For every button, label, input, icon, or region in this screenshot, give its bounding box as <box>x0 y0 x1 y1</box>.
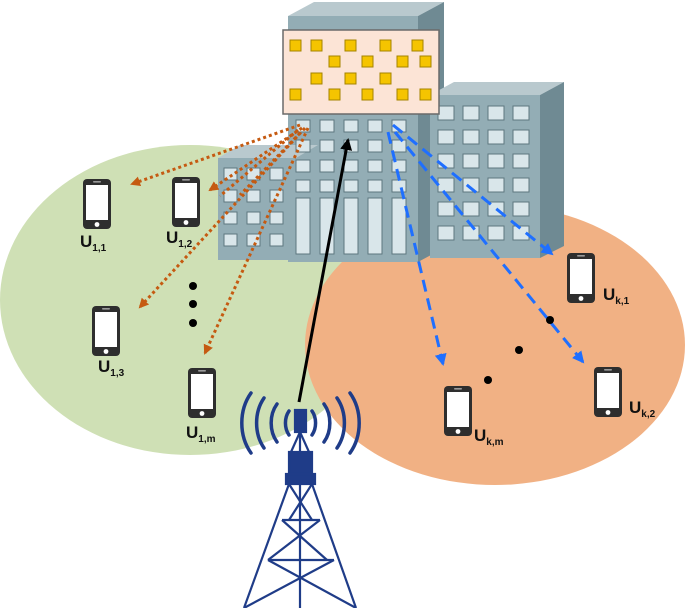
irs-element <box>419 55 432 68</box>
base-station-tower-icon <box>242 408 358 608</box>
irs-element <box>344 72 357 85</box>
building-window <box>319 139 335 153</box>
smartphone-icon <box>594 367 622 417</box>
reflected-link-ukm <box>386 131 447 366</box>
building-window <box>462 129 480 145</box>
building-window <box>319 119 335 133</box>
building-window <box>512 153 530 169</box>
user-label-u11: U1,1 <box>80 232 107 254</box>
groupk-ellipsis-dots <box>484 316 554 384</box>
building-window <box>391 119 407 133</box>
smartphone-icon <box>188 368 216 418</box>
building-window <box>462 153 480 169</box>
irs-element <box>361 55 374 68</box>
building-window <box>512 201 530 217</box>
irs-element <box>310 39 323 52</box>
smartphone-icon <box>172 177 200 227</box>
building-window <box>223 233 238 247</box>
building-window <box>391 179 407 193</box>
building-window <box>295 179 311 193</box>
irs-element <box>411 39 424 52</box>
irs-element <box>344 39 357 52</box>
building-window <box>269 167 284 181</box>
building-window <box>487 225 505 241</box>
user-label-u13: U1,3 <box>98 357 125 379</box>
building-window <box>391 197 407 255</box>
building-window <box>367 139 383 153</box>
building-window <box>343 179 359 193</box>
building-window <box>512 225 530 241</box>
reflected-link-uk1 <box>392 123 554 256</box>
building-window <box>319 179 335 193</box>
building-window <box>462 105 480 121</box>
irs-element <box>361 88 374 101</box>
building-window <box>295 159 311 173</box>
signal-waves-icon <box>240 391 361 455</box>
user-label-u12: U1,2 <box>166 228 193 250</box>
irs-element <box>379 39 392 52</box>
building-window <box>319 159 335 173</box>
reflected-link-uk2 <box>393 131 585 364</box>
group1-ellipsis-dots <box>189 282 197 327</box>
building-window <box>437 225 455 241</box>
irs-element <box>310 72 323 85</box>
building-window <box>487 129 505 145</box>
smartphone-icon <box>83 179 111 229</box>
user-label-uk2: Uk,2 <box>629 398 656 420</box>
reflected-link-extra1 <box>219 128 299 198</box>
reflected-link-u1m <box>203 127 310 355</box>
building-window <box>223 189 238 203</box>
building-window <box>462 201 480 217</box>
user-label-uk1: Uk,1 <box>603 285 630 307</box>
building-window <box>367 159 383 173</box>
building-window <box>343 159 359 173</box>
building-window <box>487 153 505 169</box>
building-window <box>437 129 455 145</box>
building-window <box>269 211 284 225</box>
reflected-link-extra2 <box>238 131 302 197</box>
building-window <box>437 105 455 121</box>
building-window <box>437 201 455 217</box>
irs-element <box>328 55 341 68</box>
irs-element <box>396 55 409 68</box>
irs-element <box>419 88 432 101</box>
irs-element <box>396 88 409 101</box>
building-window <box>367 119 383 133</box>
building-window <box>437 177 455 193</box>
building-window <box>269 233 284 247</box>
building-window <box>512 105 530 121</box>
building-window <box>462 177 480 193</box>
building-window <box>462 225 480 241</box>
building-window <box>367 197 383 255</box>
building-window <box>391 139 407 153</box>
smartphone-icon <box>92 306 120 356</box>
building-window <box>295 197 311 255</box>
building-window <box>246 189 261 203</box>
building-window <box>487 105 505 121</box>
uplink-arrow <box>297 138 353 403</box>
building-window <box>367 179 383 193</box>
user-label-ukm: Uk,m <box>474 426 504 448</box>
building-window <box>437 153 455 169</box>
building-window <box>512 177 530 193</box>
irs-element <box>289 39 302 52</box>
smartphone-icon <box>444 386 472 436</box>
building-window <box>487 177 505 193</box>
irs-element <box>328 88 341 101</box>
smartphone-icon <box>567 253 595 303</box>
building-window <box>343 197 359 255</box>
building-window <box>512 129 530 145</box>
building-window <box>343 119 359 133</box>
building-window <box>223 167 238 181</box>
building-icon <box>218 2 564 262</box>
user-label-u1m: U1,m <box>186 423 216 445</box>
building-window <box>246 211 261 225</box>
irs-element <box>289 88 302 101</box>
irs-element <box>379 72 392 85</box>
irs-panel-icon <box>282 29 440 115</box>
reflected-link-u13 <box>138 126 307 309</box>
